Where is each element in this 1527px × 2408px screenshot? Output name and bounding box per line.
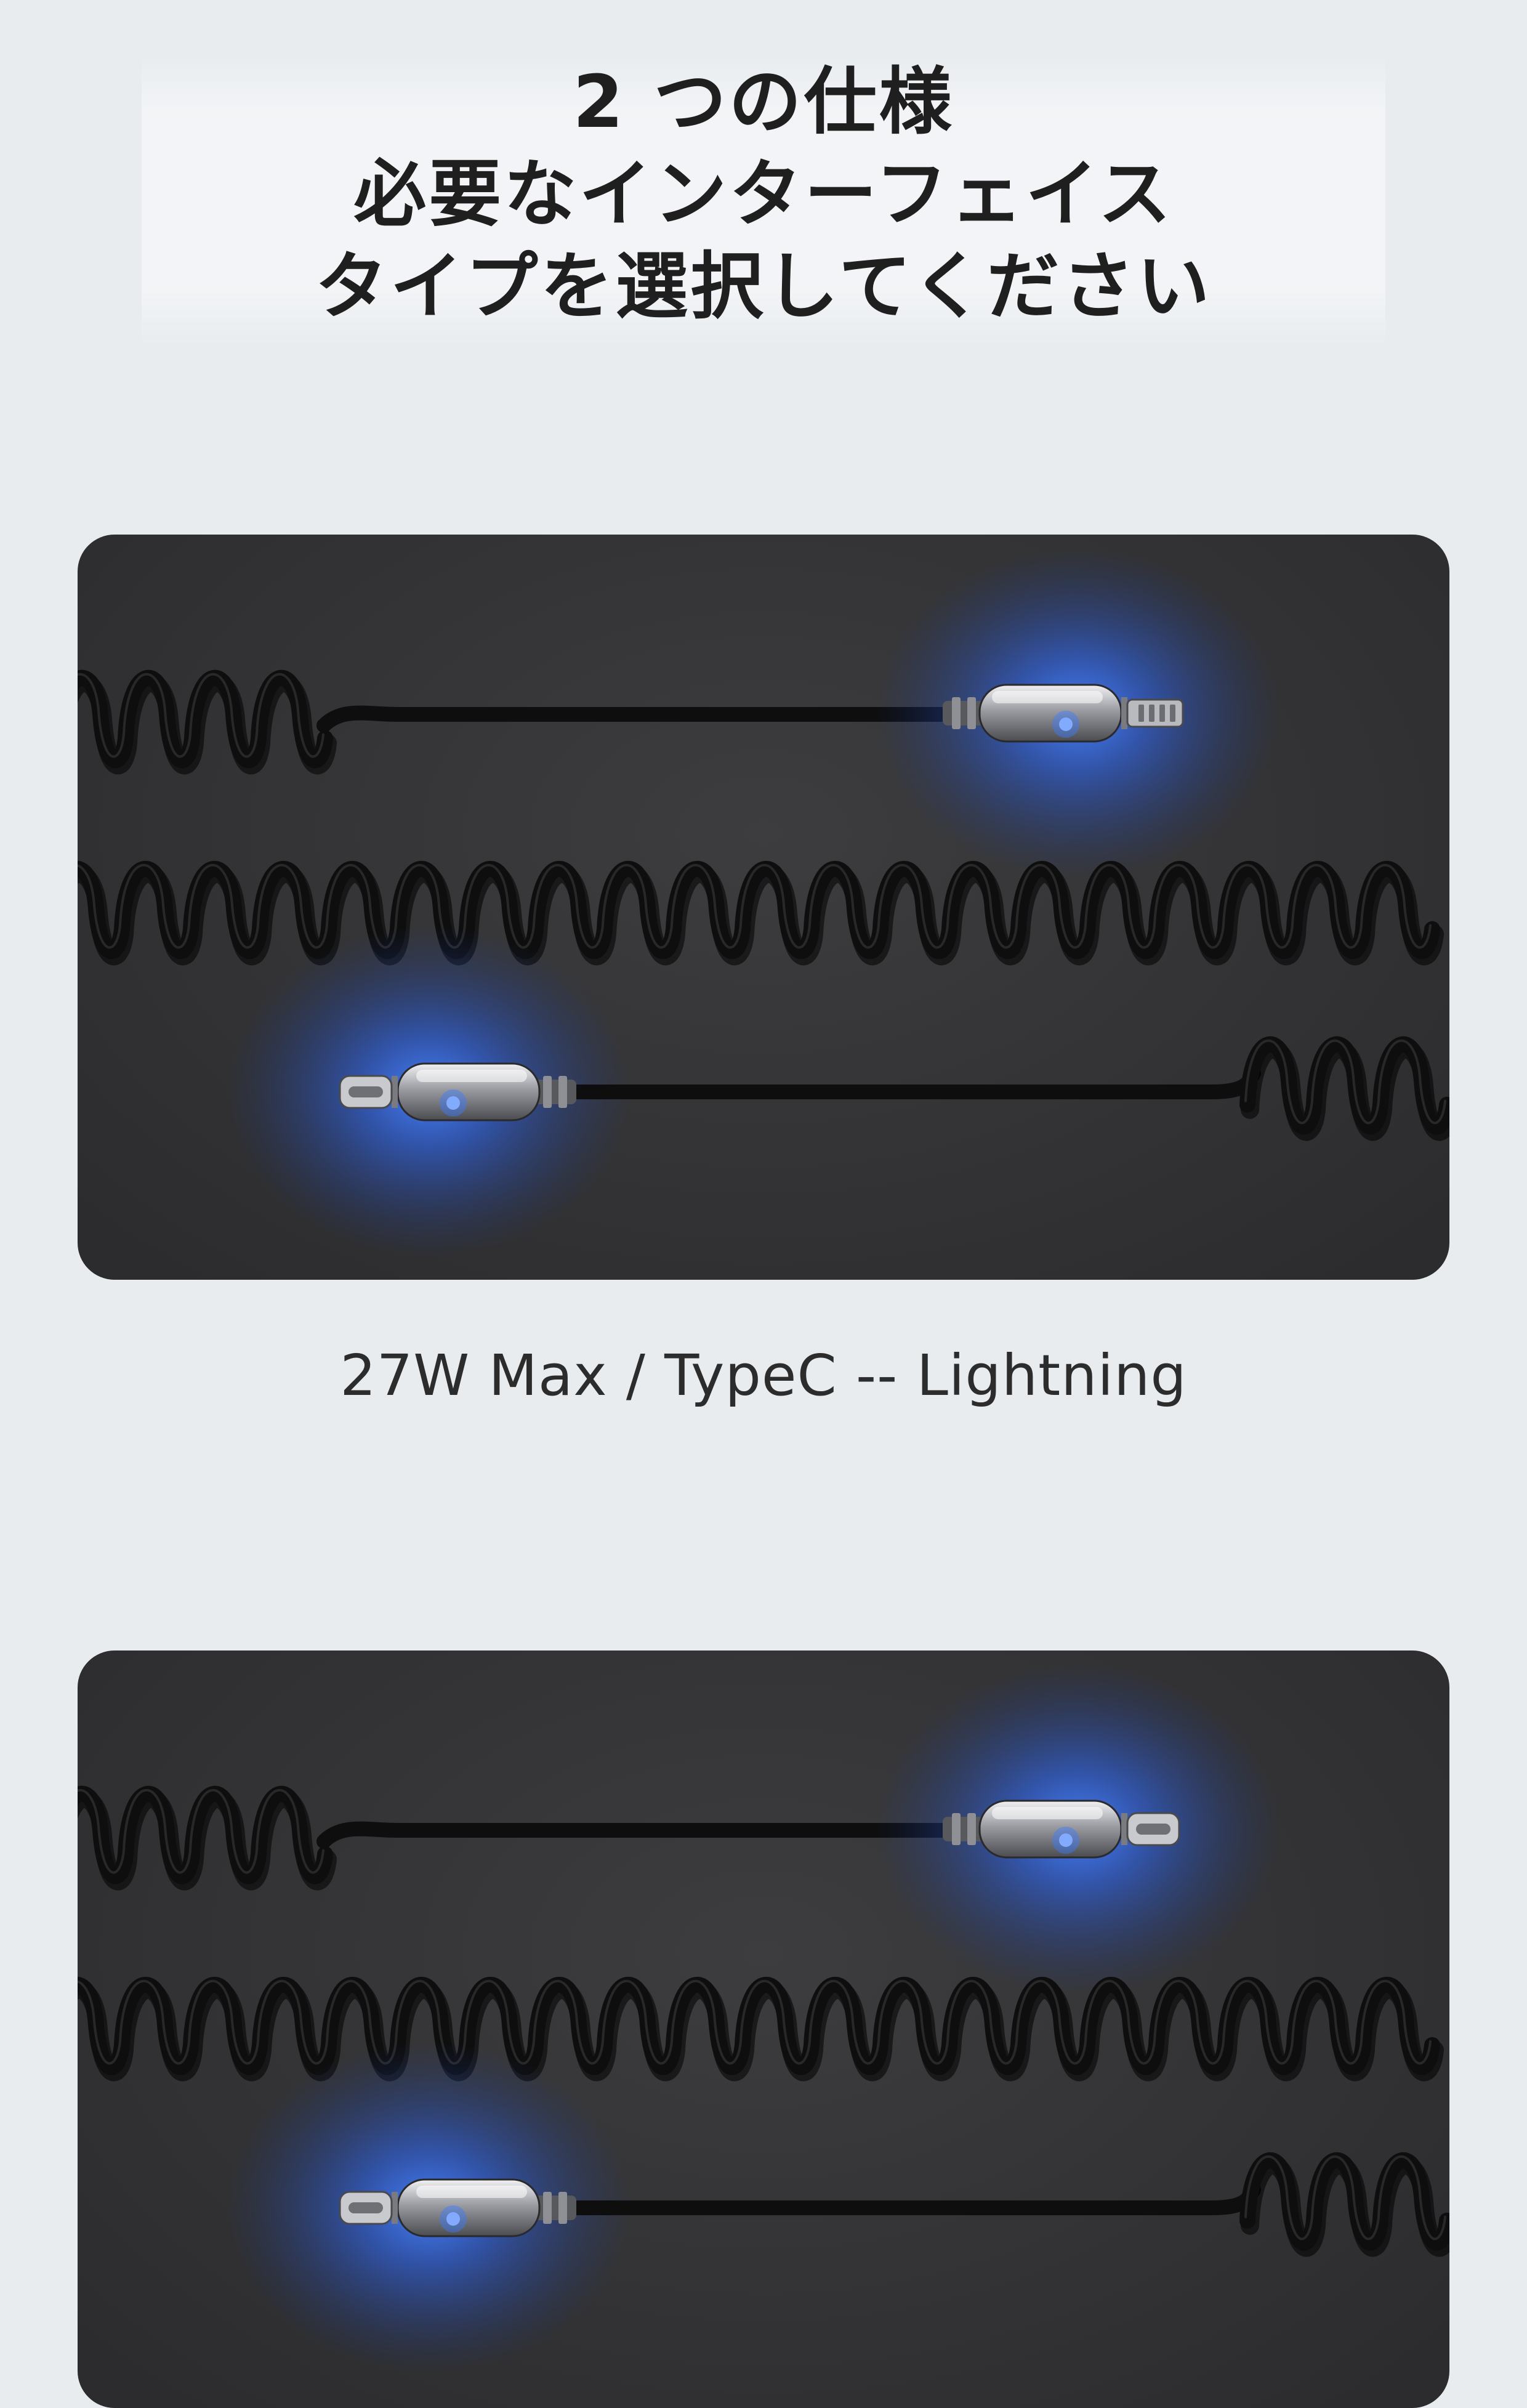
coiled-cable-bottom [1239,2152,1449,2256]
headline-line-1: 2 つの仕様 [573,59,954,144]
cable-straight-bottom [538,1066,1261,1099]
cable-straight-top [316,1821,984,1849]
lightning-connector-icon [943,684,1184,743]
usb-c-connector-icon [339,2178,576,2237]
coiled-cable-middle [78,860,1444,965]
coiled-cable-middle [78,1976,1444,2081]
coiled-cable-bottom [1239,1036,1449,1141]
headline: 2 つの仕様 必要なインターフェイス タイプを選択してください [0,55,1527,345]
headline-line-2: 必要なインターフェイス [353,152,1174,236]
headline-line-3: タイプを選択してください [315,244,1212,329]
coiled-cable-top [78,669,337,774]
coiled-cable-top [78,1785,337,1890]
option-caption: 27W Max / TypeC -- Lightning [340,1343,1187,1408]
cable-straight-top [316,705,984,733]
coiled-cable-illustration [78,546,1449,1259]
coiled-cable-illustration [78,1662,1449,2375]
cable-straight-bottom [538,2182,1261,2215]
product-panel-typec-typec [78,1650,1449,2408]
product-panel-typec-lightning [78,535,1449,1280]
usb-c-connector-icon [943,1800,1180,1859]
usb-c-connector-icon [339,1062,576,1121]
